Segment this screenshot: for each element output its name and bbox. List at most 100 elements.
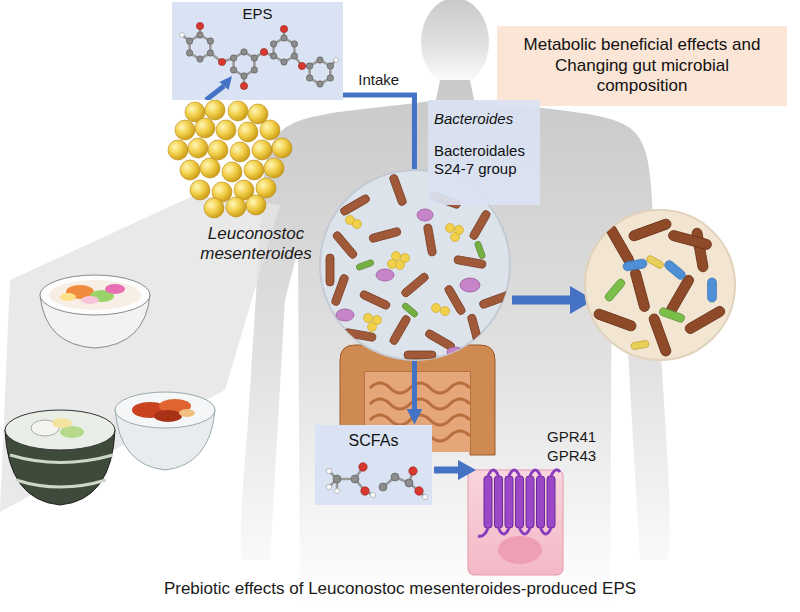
node-heading: Bacteroides [434,110,534,128]
receptor-cell [516,476,524,528]
scfa-molecules [422,494,427,499]
receptor-cell [499,528,510,534]
gut-microbiota-before [479,291,512,309]
bacteria-cells [205,100,225,120]
gut-microbiota-before [404,351,436,359]
kimchi-bowl [115,392,215,428]
gut-microbiota-before [441,307,450,316]
eps-molecule [196,22,305,89]
gut-microbiota-before [446,224,455,233]
scfa-molecules [329,467,425,497]
shift-arrow [512,286,594,314]
eps-box: EPS [172,2,343,100]
bacteria-cells [272,138,292,158]
receptor-cell [468,470,563,575]
food-bowl [10,455,113,463]
bacteria-cells [168,100,292,218]
eps-molecule [240,82,247,89]
eps-molecule [291,53,297,59]
gut-microbiota-before [417,209,433,221]
bacteria-cells [230,142,250,162]
gut-microbiota-before [474,241,486,260]
bacteria-cells [238,122,258,142]
effects-box: Metabolic beneficial effects and Changin… [497,26,787,106]
eps-molecule [281,59,287,65]
eps-molecule [274,38,295,62]
gut-microbiota-before [356,259,375,271]
bacteria-cells [228,101,248,121]
scfa-molecules [405,479,413,487]
bacteria-cells [252,140,272,160]
gut-microbiota-after [708,278,717,302]
scfa-molecules [379,483,387,491]
scfa-arrow [434,467,460,474]
intestine [370,399,470,409]
gut-microbiota-after [593,218,727,358]
food-bowl [49,280,141,310]
scfa-molecules [361,487,369,495]
eps-molecule [207,50,213,56]
gut-microbiota-before [396,261,405,270]
gut-microbiota-before [353,220,362,229]
eps-molecule [251,55,257,61]
receptor-label: GPR41 [547,428,607,446]
gut-microbiota-before [339,194,371,217]
eps-molecule [270,41,276,47]
body-silhouette [241,80,670,605]
receptor-cell [537,476,545,528]
eps-molecule [190,35,211,59]
gut-microbiota-before [368,323,377,332]
node-heading: Metabolic beneficial effects and Changin… [509,35,775,96]
bacteria-panel: BacteroidesBacteroidales S24-7 group [428,100,540,205]
gut-microbiota-after [604,277,627,302]
gut-microbiota-before [389,174,407,207]
eps-molecule [186,50,192,56]
scfa-molecules [359,463,367,471]
eps-molecule [317,57,323,63]
bacteria-cells [204,198,224,218]
eps-molecule [317,81,323,87]
eps-molecule [180,33,185,38]
receptor-cell [484,476,555,528]
bacteria-cells [244,160,264,180]
food-bowl [52,418,72,428]
gut-microbiota-after [645,254,664,269]
bacteria-cells [190,180,210,200]
food-bowl [40,275,150,315]
gut-microbiota-before [332,230,359,260]
bacteria-cells [200,158,220,178]
gut-microbiota-after [663,259,687,281]
edge-label: Intake [355,71,402,89]
scfa-molecules [326,468,331,473]
bacteria-cells [222,162,242,182]
scfa-molecules [409,467,417,475]
scfa-molecules [359,463,423,495]
gut-microbiota-after [648,313,672,358]
kimchi-bowl [154,410,182,422]
gut-microbiota-before [346,216,464,332]
receptor-cell [541,528,552,534]
scfa-molecules [415,487,423,495]
eps-molecule [241,73,247,79]
bacteria-cells [216,120,236,140]
food-bowl [40,275,150,348]
gut-microbiota-before [467,314,483,347]
bacteria-cells [246,195,266,215]
food-bowl [5,410,115,505]
intestine [370,383,470,393]
organism-label: Leuconostoc mesenteroides [192,224,320,265]
gut-microbiota-after [585,210,735,360]
receptor-cell [547,476,555,528]
receptor-cell [484,476,492,528]
intestine [370,415,470,425]
gut-microbiota-before [423,224,436,257]
gut-microbiota-after [605,223,636,266]
bacteria-cells [260,120,280,140]
gut-microbiota-before [369,227,402,243]
receptor-cell [526,476,534,528]
eps-molecule [298,62,305,69]
gut-microbiota-before [432,304,441,313]
scfa-molecules [326,484,331,489]
receptor-cell [478,528,488,536]
eps-molecule [230,55,236,61]
